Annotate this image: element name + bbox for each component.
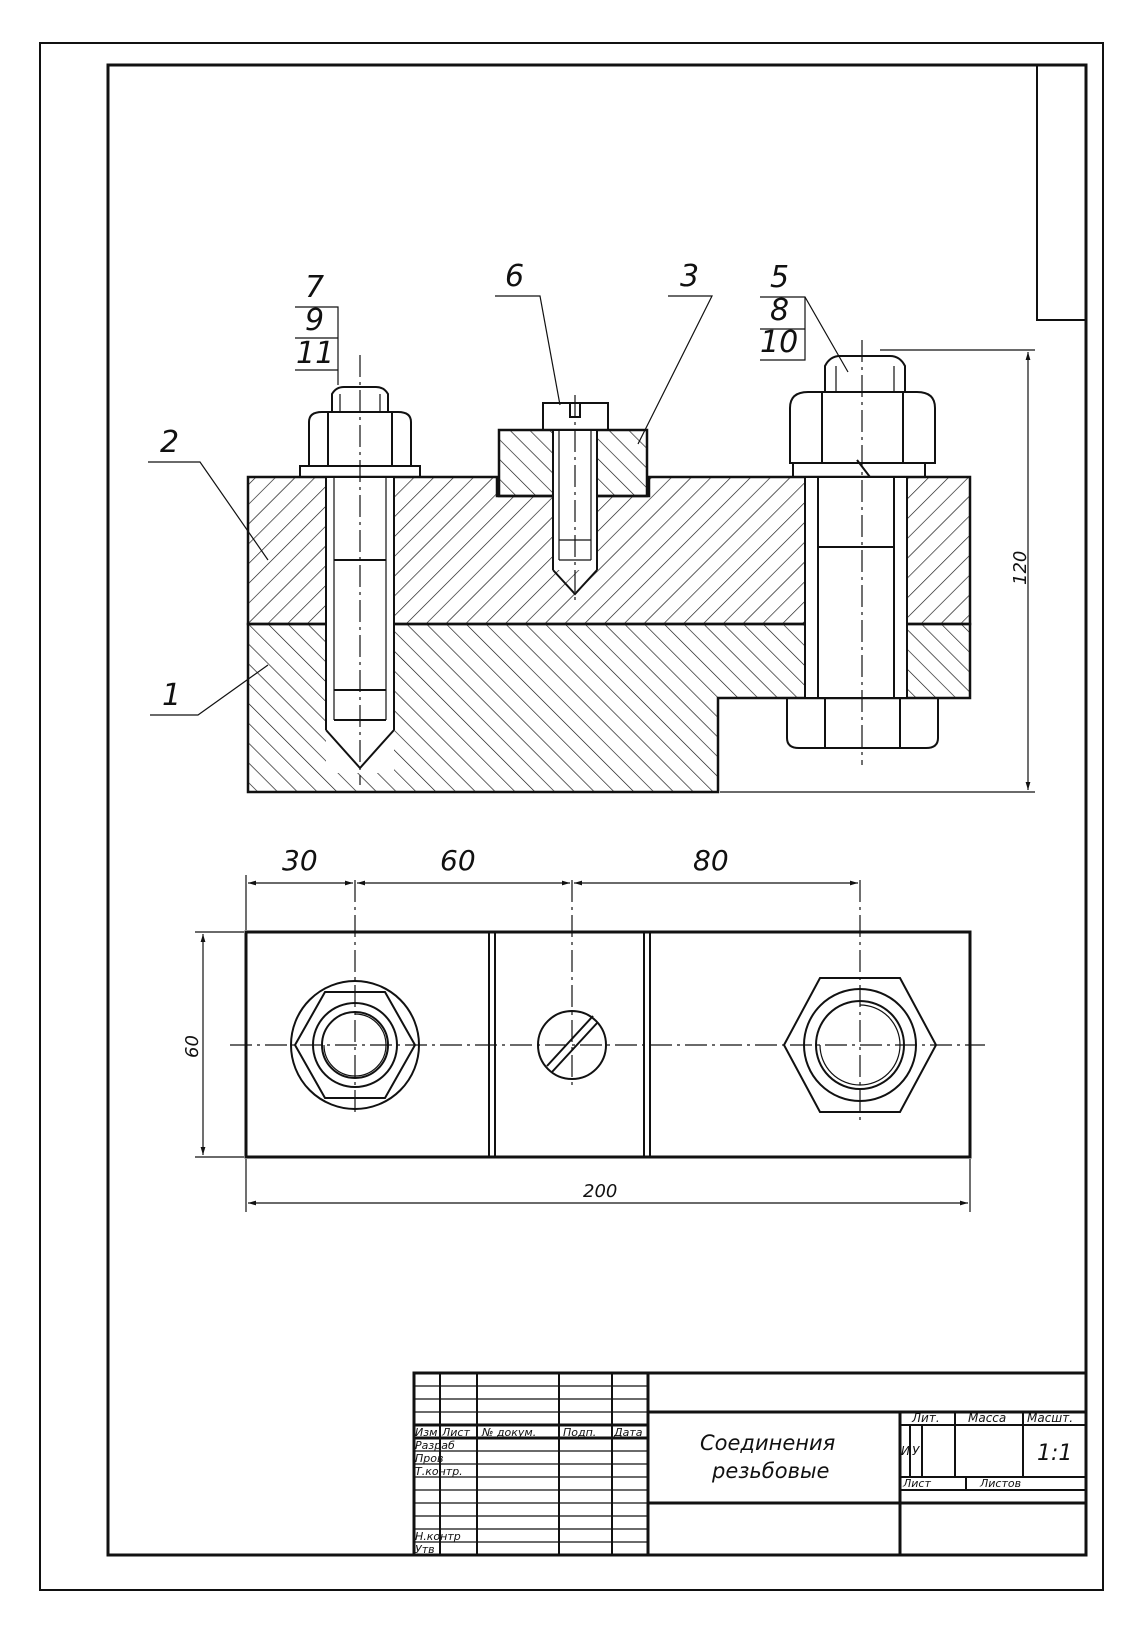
callout-5: 5 (770, 260, 789, 295)
tb-lit-u: У (912, 1444, 920, 1458)
tb-row-tkontr: Т.контр. (415, 1465, 463, 1478)
tb-sheets-label: Листов (979, 1477, 1021, 1490)
dim-30: 30 (282, 844, 318, 877)
right-washer (792, 462, 926, 478)
drawing-title-line1: Соединения (700, 1431, 835, 1455)
callout-11: 11 (296, 336, 334, 371)
callout-6: 6 (505, 259, 524, 294)
corner-box (1036, 64, 1087, 321)
tb-scale-value: 1:1 (1037, 1441, 1072, 1466)
tb-row-utv: Утв (415, 1543, 435, 1556)
part-2-upper-block (246, 475, 972, 626)
tb-header-date: Дата (613, 1426, 643, 1439)
tb-lit-label: Лит. (911, 1411, 940, 1425)
tb-row-prov: Пров (415, 1452, 443, 1465)
callout-1: 1 (162, 678, 181, 713)
callout-3: 3 (680, 259, 699, 294)
callout-10: 10 (760, 325, 798, 360)
dim-length: 200 (583, 1181, 617, 1202)
callout-9: 9 (305, 303, 324, 338)
tb-row-nkontr: Н.контр (415, 1530, 461, 1543)
callout-2: 2 (160, 425, 179, 460)
tb-lit-i: И (901, 1444, 910, 1458)
callout-8: 8 (770, 293, 789, 328)
right-nut (789, 391, 936, 464)
left-stud-top (331, 386, 389, 413)
tb-header-list: Лист (441, 1426, 470, 1439)
title-block: Изм Лист № докум. Подп. Дата Разраб Пров… (412, 1371, 1088, 1557)
callout-7: 7 (305, 270, 324, 305)
tb-header-izm: Изм (415, 1426, 437, 1439)
dim-height: 120 (1010, 551, 1031, 585)
right-bolt-top (824, 355, 906, 393)
outer-border (39, 42, 1104, 1591)
front-section-view: 7 9 11 6 3 5 8 10 2 1 120 (148, 259, 1035, 794)
plan-view: 30 60 80 60 200 (182, 844, 985, 1212)
tb-row-razrab: Разраб (415, 1439, 455, 1452)
tb-mass-label: Масса (968, 1411, 1006, 1425)
right-bolt-head (786, 697, 939, 749)
tb-sheet-label: Лист (902, 1477, 931, 1490)
drawing-title-line2: резьбовые (711, 1459, 829, 1483)
dim-60: 60 (440, 844, 476, 877)
dim-80: 80 (693, 844, 729, 877)
tb-header-sign: Подп. (563, 1426, 596, 1439)
left-nut (308, 411, 412, 467)
tb-scale-label: Масшт. (1027, 1411, 1073, 1425)
tb-header-docnum: № докум. (481, 1426, 536, 1439)
dim-width: 60 (182, 1035, 203, 1058)
drawing-frame (106, 63, 1088, 1557)
